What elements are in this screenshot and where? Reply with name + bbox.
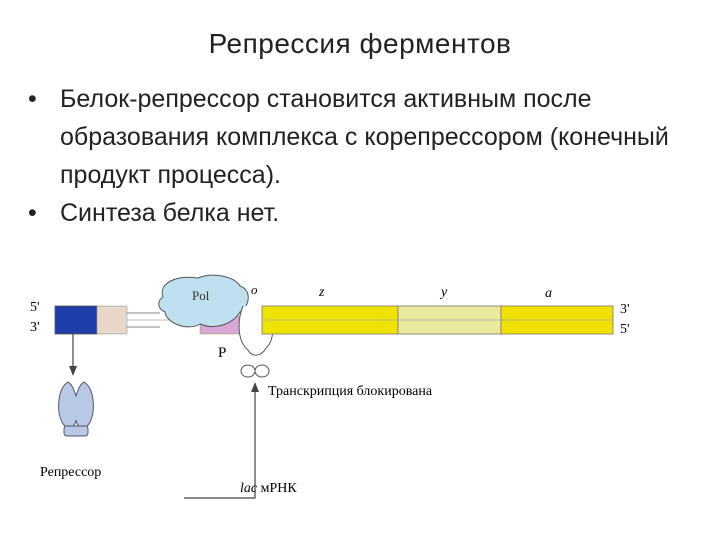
gene-a-label: a xyxy=(545,286,552,301)
polymerase-label: Pol xyxy=(192,288,210,303)
blocked-transcription-label: Транскрипция блокирована xyxy=(268,384,433,399)
bullet-item-2: • Синтеза белка нет. xyxy=(28,194,698,232)
regulator-arrow-head xyxy=(69,366,77,376)
bound-repressor-foot-left xyxy=(240,364,256,378)
promoter-label: P xyxy=(218,345,226,361)
bound-repressor-foot-right xyxy=(254,364,270,378)
strand-top-right-label: 3' xyxy=(620,302,630,317)
regulator-gene xyxy=(54,305,98,335)
strand-bottom-right-label: 5' xyxy=(620,322,630,337)
mrna-italic: lac xyxy=(240,481,258,496)
gene-y-label: y xyxy=(439,285,448,300)
mrna-text: мРНК xyxy=(257,481,297,496)
rna-polymerase xyxy=(158,274,249,328)
gene-z-label: z xyxy=(318,285,325,300)
slide-title: Репрессия ферментов xyxy=(208,28,512,59)
strand-bottom-left-label: 3' xyxy=(30,320,40,335)
regulator-gene-tail xyxy=(96,305,128,335)
repressor-label: Репрессор xyxy=(40,465,101,480)
mrna-label: lac мРНК xyxy=(240,481,297,496)
bullet-text-1: Белок-репрессор становится активным посл… xyxy=(60,85,669,189)
blocked-arrow-head xyxy=(251,382,259,392)
free-repressor xyxy=(58,381,94,429)
bullet-dot: • xyxy=(28,199,37,227)
bullet-list: • Белок-репрессор становится активным по… xyxy=(28,80,698,232)
bullet-text-2: Синтеза белка нет. xyxy=(60,199,280,227)
free-repressor-base xyxy=(63,425,89,437)
strand-top-left-label: 5' xyxy=(30,300,40,315)
bullet-dot: • xyxy=(28,85,37,113)
bullet-item-1: • Белок-репрессор становится активным по… xyxy=(28,80,698,194)
blocked-arrow-line xyxy=(184,390,256,499)
operator-label: o xyxy=(251,282,258,297)
operon-diagram: 5' 3' 3' 5' Pol o P z y a Репрессор Тран… xyxy=(30,274,630,499)
